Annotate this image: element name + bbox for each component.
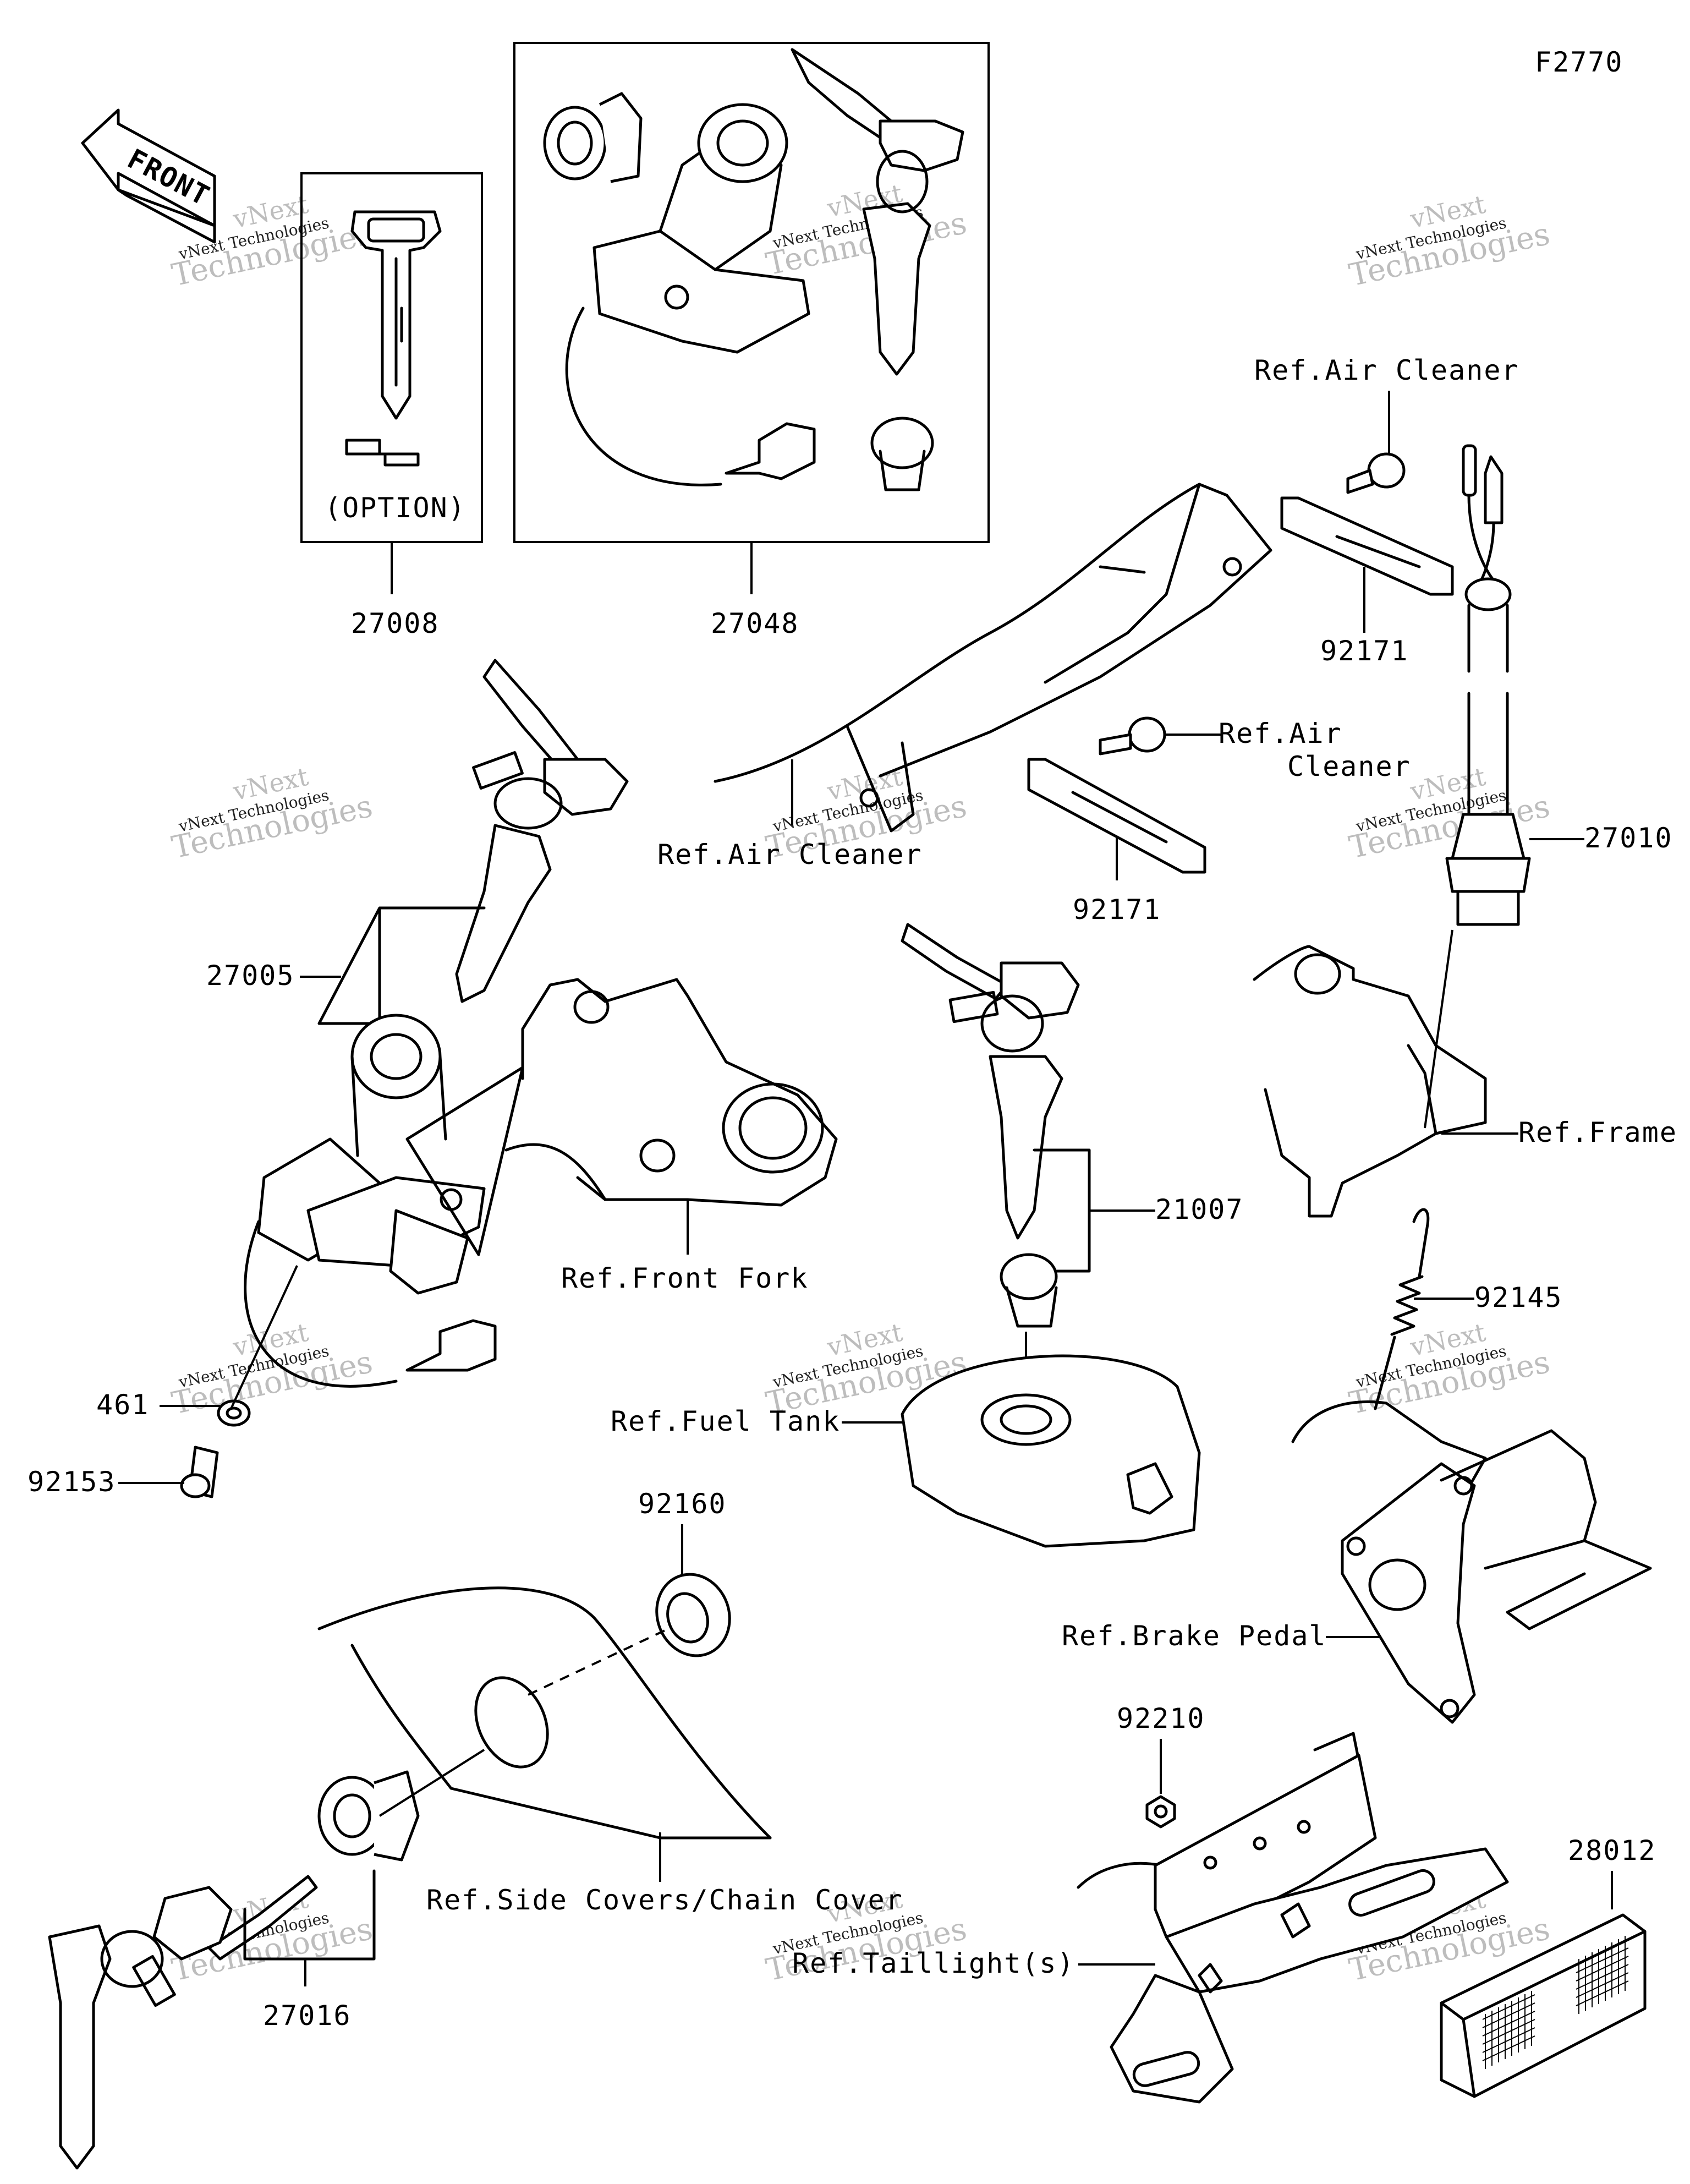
- part-number-28012: 28012: [1568, 1835, 1656, 1866]
- spring-icon: [1374, 1208, 1430, 1410]
- part-number-461: 461: [96, 1389, 149, 1421]
- seat-lock-keys-icon: [48, 1875, 318, 2170]
- nut-icon: [1145, 1795, 1176, 1829]
- lock-set-icon: [543, 48, 964, 491]
- part-number-92160: 92160: [638, 1488, 727, 1520]
- ref-air-cleaner-bottom: Ref.Air Cleaner: [657, 839, 923, 871]
- ref-front-fork: Ref.Front Fork: [561, 1262, 808, 1294]
- bolt-icon: [1346, 452, 1406, 494]
- ref-fuel-tank: Ref.Fuel Tank: [611, 1405, 840, 1437]
- fuel-tank-cap-icon: [901, 1354, 1201, 1548]
- cylinder-callout-bracket: [1033, 1148, 1091, 1273]
- lock-keys-icon: [901, 923, 1080, 1240]
- lock-cylinder-icon: [1000, 1253, 1058, 1328]
- bracket-92171-upper-icon: [1280, 496, 1454, 596]
- ref-air-cleaner-mid-line2: Cleaner: [1287, 751, 1411, 782]
- part-number-21007: 21007: [1155, 1194, 1244, 1225]
- part-number-92153: 92153: [28, 1466, 116, 1498]
- side-cover-icon: [317, 1586, 772, 1840]
- ref-frame: Ref.Frame: [1518, 1116, 1677, 1148]
- blank-key-icon: [350, 210, 442, 420]
- front-fork-bracket-icon: [504, 978, 838, 1207]
- ref-brake-pedal: Ref.Brake Pedal: [1062, 1620, 1327, 1652]
- brake-pedal-icon: [1291, 1400, 1652, 1724]
- part-number-92171-b: 92171: [1073, 894, 1161, 926]
- part-number-27048: 27048: [711, 607, 799, 639]
- ignition-keys-icon: [455, 659, 629, 1003]
- part-number-27010: 27010: [1584, 822, 1673, 854]
- option-text: (OPTION): [325, 492, 466, 524]
- taillight-bracket-icon: [1077, 1732, 1509, 2104]
- keys-callout-bracket: [243, 1869, 376, 1961]
- switch-callout-lines: [405, 1066, 524, 1256]
- key-code-tag-icon: [345, 439, 420, 467]
- part-number-92210: 92210: [1117, 1703, 1205, 1734]
- part-number-27008: 27008: [351, 607, 440, 639]
- ref-air-cleaner-mid-line1: Ref.Air: [1219, 718, 1342, 749]
- grommet-icon: [655, 1573, 731, 1657]
- brake-light-switch-icon: [1445, 444, 1531, 926]
- figure-code: F2770: [1535, 46, 1623, 78]
- seat-lock-icon: [317, 1770, 420, 1862]
- screw-icon: [180, 1446, 219, 1498]
- part-number-92171-a: 92171: [1320, 635, 1409, 667]
- frame-icon: [1253, 945, 1487, 1218]
- part-number-92145: 92145: [1474, 1282, 1563, 1313]
- reflector-icon: [1440, 1913, 1647, 2098]
- front-arrow-icon: FRONT: [81, 108, 216, 244]
- part-number-27016: 27016: [263, 2000, 352, 2032]
- ref-side-covers-chain-cover: Ref.Side Covers/Chain Cover: [426, 1884, 903, 1916]
- bolt-icon: [1099, 716, 1166, 756]
- air-cleaner-housing-icon: [714, 483, 1272, 833]
- part-number-27005: 27005: [206, 960, 295, 992]
- ignition-switch-icon: [244, 1014, 497, 1388]
- ref-air-cleaner-top: Ref.Air Cleaner: [1254, 354, 1519, 386]
- ref-taillights: Ref.Taillight(s): [792, 1947, 1075, 1979]
